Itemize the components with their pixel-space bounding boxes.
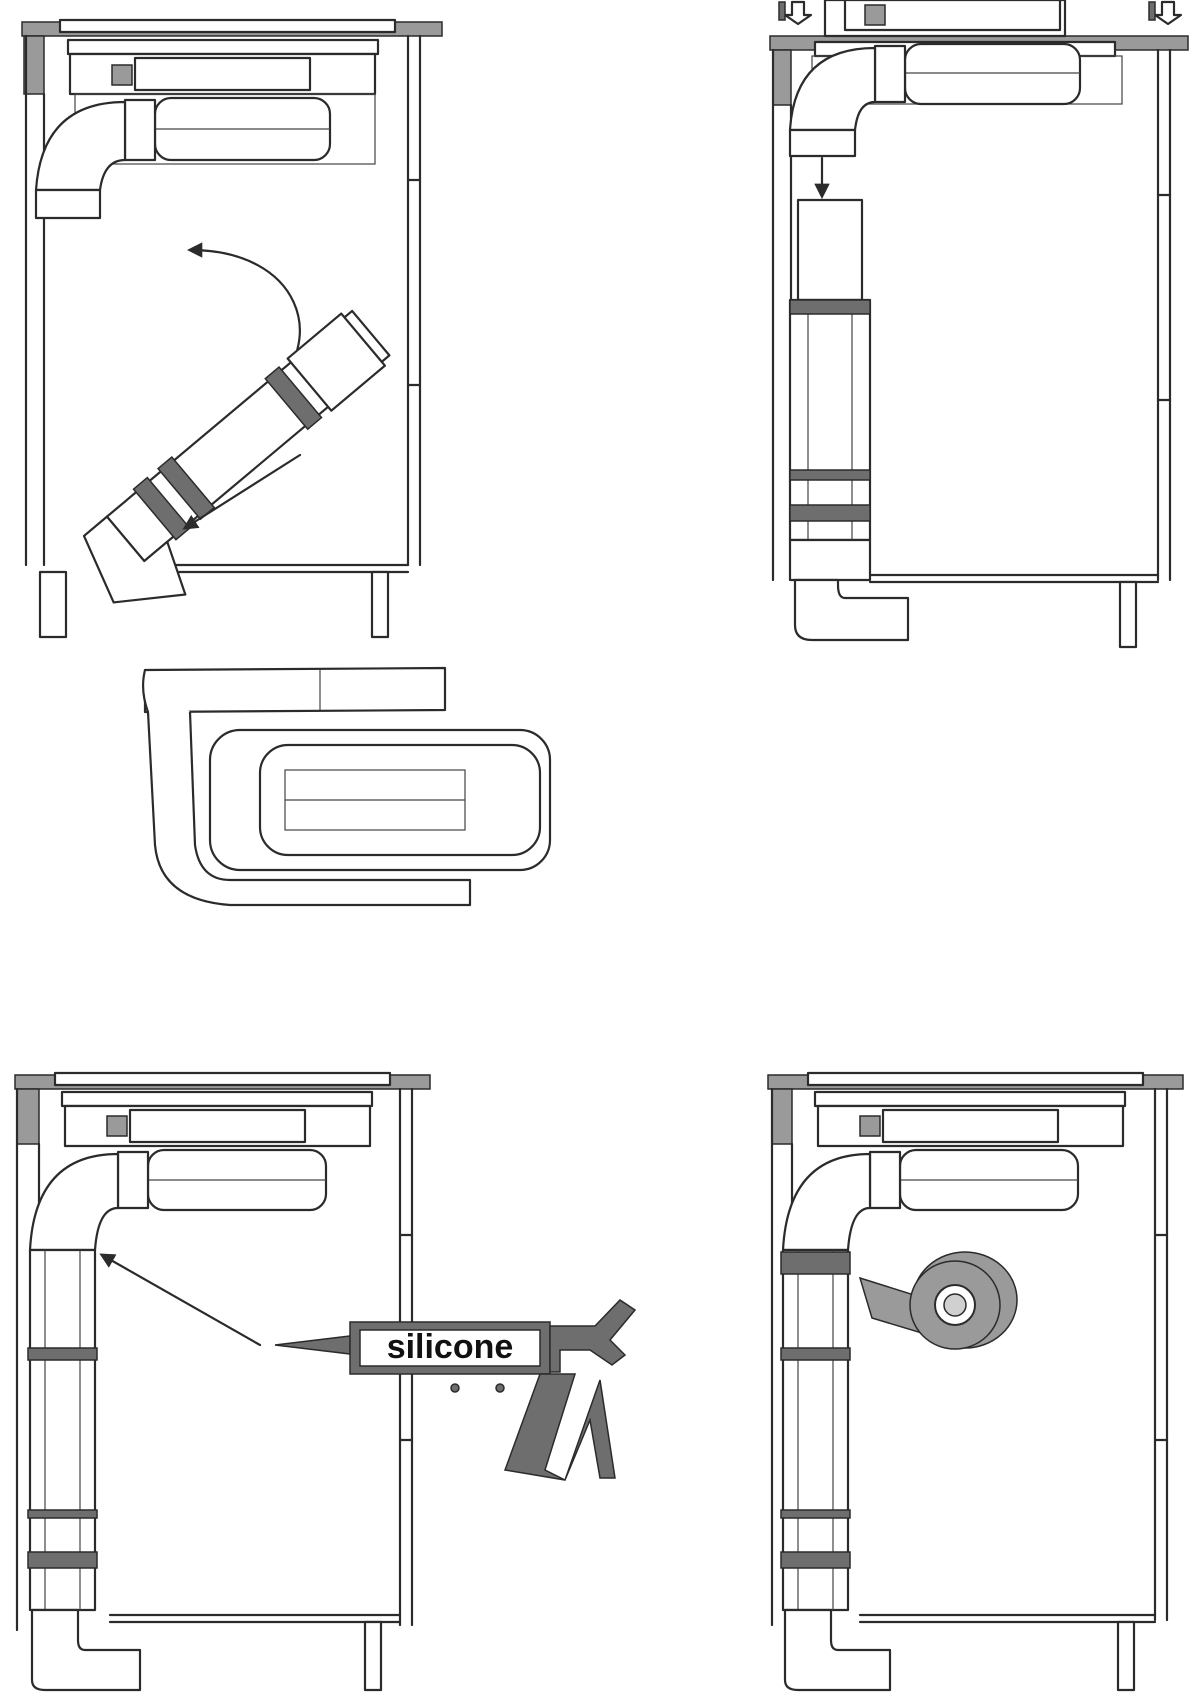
silicone-label: silicone — [387, 1328, 514, 1366]
bottom-elbow — [793, 578, 910, 642]
cabinet-leg — [1116, 1620, 1136, 1692]
hob-unit — [58, 18, 397, 165]
hob-unit — [53, 1071, 392, 1148]
tilted-duct — [82, 309, 391, 604]
vertical-duct — [27, 1248, 98, 1612]
panel-insert-duct — [21, 18, 443, 639]
down-arrows — [778, 0, 1183, 26]
silicone-gun: silicone — [274, 1299, 637, 1482]
panel-lower-duct — [769, 0, 1189, 649]
slide-arrow — [182, 453, 302, 530]
fan-duct — [868, 1148, 1080, 1212]
cabinet-leg — [1118, 580, 1138, 649]
vertical-duct — [788, 198, 872, 582]
fan-duct — [116, 1148, 328, 1212]
hob-unit — [806, 1071, 1145, 1148]
cabinet-leg — [363, 1620, 383, 1692]
cabinet-legs — [38, 570, 390, 639]
elbow-duct — [788, 46, 877, 158]
fan-duct — [873, 42, 1082, 106]
bottom-elbow — [30, 1608, 142, 1692]
tape-roll-icon — [858, 1251, 1018, 1350]
fan-duct — [123, 96, 332, 162]
vertical-duct — [780, 1248, 851, 1612]
elbow-duct — [781, 1152, 872, 1252]
elbow-duct — [28, 1152, 120, 1252]
elbow-duct — [34, 100, 127, 220]
duct-elbow-detail — [141, 666, 552, 907]
bottom-elbow — [783, 1608, 892, 1692]
panel-silicone-seal: silicone — [14, 1071, 637, 1692]
panel-tape-seal — [767, 1071, 1184, 1692]
silicone-pointer — [99, 1253, 262, 1347]
